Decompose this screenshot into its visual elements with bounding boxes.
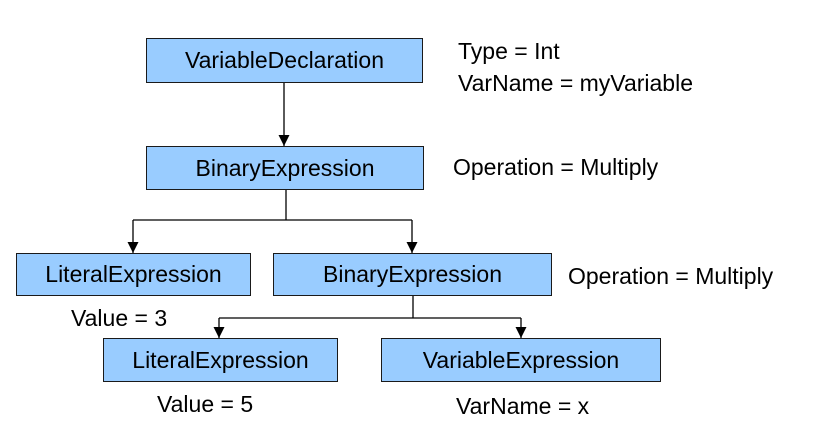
- annotation-value-3: Value = 3: [71, 305, 168, 331]
- annotation-value-5: Value = 5: [157, 391, 254, 417]
- node-binary-expression-inner: BinaryExpression: [273, 253, 552, 296]
- annotation-varname-x: VarName = x: [456, 393, 590, 419]
- node-binary-expression-outer: BinaryExpression: [146, 146, 424, 190]
- node-variable-expression-bottom: VariableExpression: [381, 338, 661, 382]
- annotation-type: Type = Int: [458, 38, 560, 64]
- edge-binary-outer-to-children: [127, 190, 418, 253]
- edge-binary-inner-to-children: [213, 296, 527, 338]
- annotation-operation-inner: Operation = Multiply: [568, 263, 774, 289]
- node-literal-expression-left: LiteralExpression: [16, 253, 251, 296]
- annotation-varname: VarName = myVariable: [458, 70, 693, 96]
- annotation-operation-outer: Operation = Multiply: [453, 154, 659, 180]
- node-variable-declaration: VariableDeclaration: [146, 38, 423, 83]
- node-literal-expression-bottom: LiteralExpression: [103, 338, 338, 382]
